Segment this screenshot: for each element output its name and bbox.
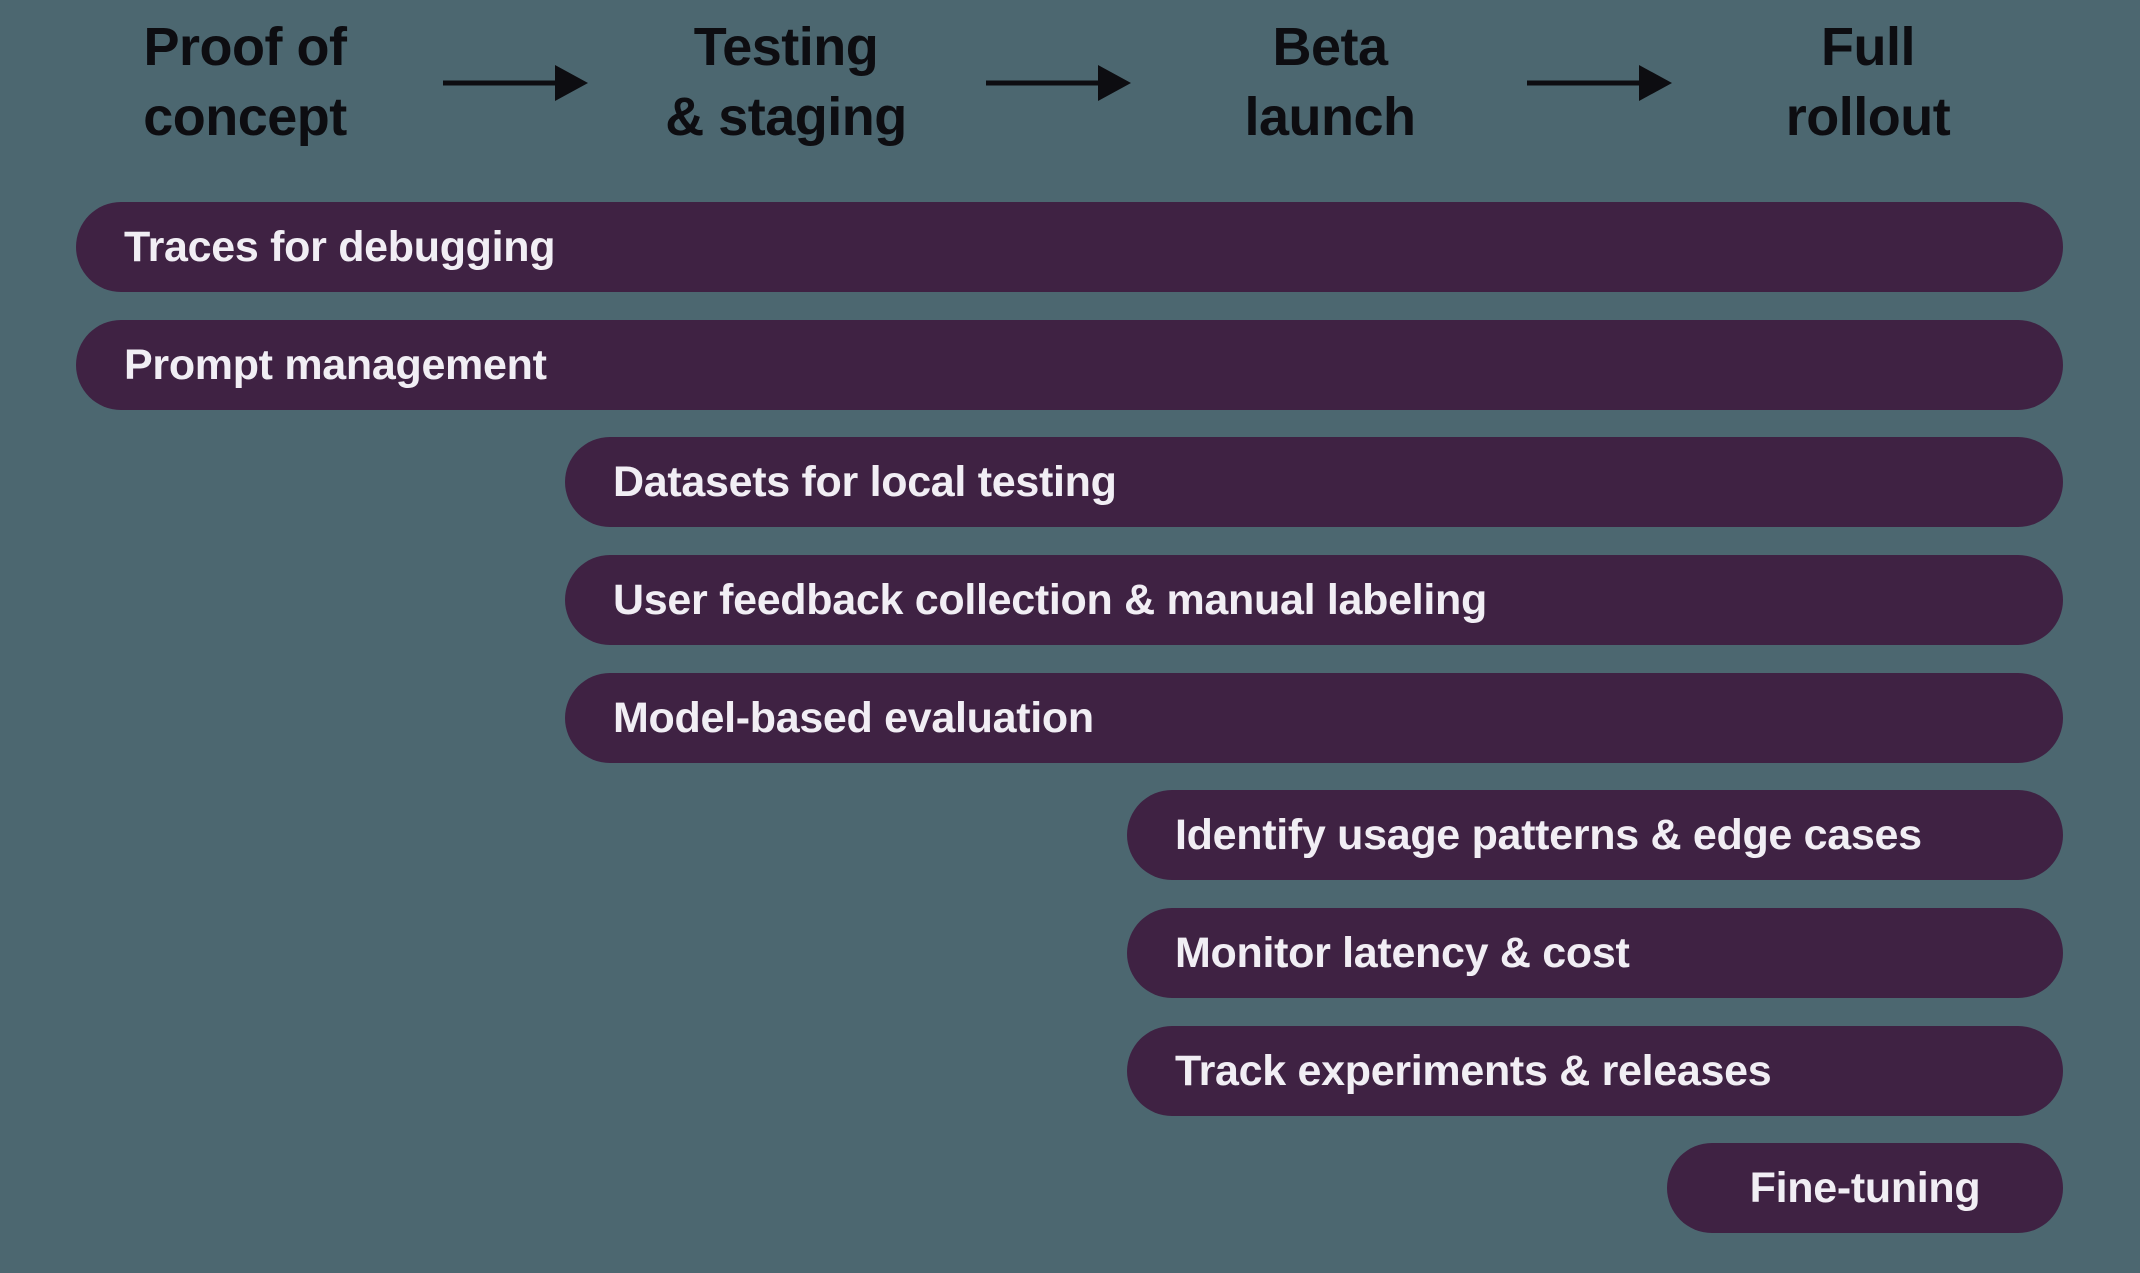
stage-label-full-rollout: Full rollout xyxy=(1785,17,1951,147)
stage-label-proof-of-concept: Proof of concept xyxy=(143,17,347,147)
bar-user-feedback-collection: User feedback collection & manual labeli… xyxy=(565,555,2063,645)
bar-identify-usage-patterns: Identify usage patterns & edge cases xyxy=(1127,790,2063,880)
bar-monitor-latency-cost: Monitor latency & cost xyxy=(1127,908,2063,998)
bar-prompt-management: Prompt management xyxy=(76,320,2063,410)
bar-label: Track experiments & releases xyxy=(1175,1046,1772,1095)
bar-label: Model-based evaluation xyxy=(613,693,1094,742)
stage-label-testing-staging: Testing & staging xyxy=(665,17,907,147)
arrow-right-icon xyxy=(986,65,1131,101)
bar-label: Monitor latency & cost xyxy=(1175,928,1630,977)
bar-label: Traces for debugging xyxy=(124,222,556,271)
bar-label: Identify usage patterns & edge cases xyxy=(1175,810,1922,859)
bar-track-experiments-releases: Track experiments & releases xyxy=(1127,1026,2063,1116)
bar-label: Datasets for local testing xyxy=(613,457,1117,506)
bar-fine-tuning: Fine-tuning xyxy=(1667,1143,2063,1233)
arrow-right-icon xyxy=(443,65,588,101)
arrow-right-icon xyxy=(1527,65,1672,101)
stage-label-beta-launch: Beta launch xyxy=(1244,17,1416,147)
bar-label: Prompt management xyxy=(124,340,547,389)
bar-label: Fine-tuning xyxy=(1749,1163,1981,1212)
bar-datasets-for-local-testing: Datasets for local testing xyxy=(565,437,2063,527)
bar-traces-for-debugging: Traces for debugging xyxy=(76,202,2063,292)
bar-model-based-evaluation: Model-based evaluation xyxy=(565,673,2063,763)
bar-label: User feedback collection & manual labeli… xyxy=(613,575,1487,624)
